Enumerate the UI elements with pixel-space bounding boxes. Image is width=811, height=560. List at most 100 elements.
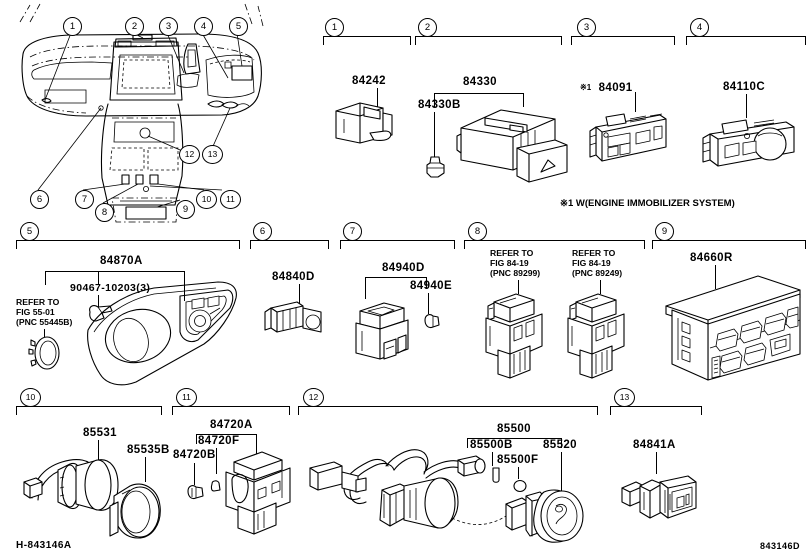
part-image-84330 — [455, 100, 575, 190]
section-12-number: 12 — [308, 392, 319, 403]
section-10-number: 10 — [25, 392, 36, 403]
section-header-5[interactable]: 5 — [20, 222, 39, 241]
caliper-84870A — [45, 271, 185, 301]
section-header-9[interactable]: 9 — [655, 222, 674, 241]
part-number-84242: 84242 — [352, 75, 386, 87]
part-number-84091-group: ※1 84091 — [580, 78, 633, 96]
section-13-number: 13 — [619, 392, 630, 403]
leader-84242 — [377, 88, 379, 110]
section-bracket-3 — [571, 36, 675, 45]
leader-84330B — [434, 112, 436, 161]
leader-85531 — [98, 440, 100, 468]
part-image-84330B — [424, 155, 448, 180]
callout-10[interactable]: 10 — [196, 190, 217, 209]
caliper-84940D — [365, 277, 427, 299]
callout-2[interactable]: 2 — [125, 17, 144, 36]
part-number-84330B: 84330B — [418, 99, 461, 111]
part-number-84110C: 84110C — [723, 81, 766, 93]
callout-13[interactable]: 13 — [202, 145, 223, 164]
callout-10-label: 10 — [201, 194, 212, 205]
callout-7[interactable]: 7 — [75, 190, 94, 209]
callout-13-label: 13 — [207, 149, 218, 160]
part-number-84841A: 84841A — [633, 439, 676, 451]
caliper-84720A — [196, 434, 257, 462]
part-image-84720B-bulb — [184, 482, 206, 502]
section-1-number: 1 — [331, 21, 338, 33]
part-image-84841A — [618, 468, 702, 528]
part-number-84330: 84330 — [463, 76, 497, 88]
section-header-6[interactable]: 6 — [253, 222, 272, 241]
refer-note-89249: REFER TO FIG 84-19 (PNC 89249) — [572, 248, 623, 278]
leader-85535B — [145, 457, 147, 482]
section-header-10[interactable]: 10 — [20, 388, 41, 407]
section-header-4[interactable]: 4 — [690, 18, 709, 37]
part-number-90467-10203: 90467-10203(3) — [70, 282, 151, 294]
callout-1[interactable]: 1 — [63, 17, 82, 36]
callout-3[interactable]: 3 — [159, 17, 178, 36]
section-7-number: 7 — [349, 225, 356, 237]
callout-12-label: 12 — [184, 149, 195, 160]
section-bracket-2 — [415, 36, 562, 45]
callout-8[interactable]: 8 — [95, 203, 114, 222]
leader-85520 — [561, 452, 563, 496]
section-bracket-10 — [16, 406, 162, 415]
callout-8-label: 8 — [101, 206, 108, 218]
section-header-1[interactable]: 1 — [325, 18, 344, 37]
callout-11-label: 11 — [226, 194, 235, 205]
section-header-2[interactable]: 2 — [418, 18, 437, 37]
section-bracket-12 — [298, 406, 598, 415]
leader-90467-bottom — [98, 295, 100, 307]
caliper-85500 — [467, 438, 562, 448]
callout-5[interactable]: 5 — [229, 17, 248, 36]
part-image-84242 — [330, 95, 410, 160]
callout-1-label: 1 — [69, 20, 76, 32]
leader-84720B — [194, 463, 196, 485]
part-number-84720A: 84720A — [210, 419, 253, 431]
leader-84840D — [299, 284, 301, 304]
section-header-3[interactable]: 3 — [577, 18, 596, 37]
callout-3-label: 3 — [165, 20, 172, 32]
section-8-number: 8 — [474, 225, 481, 237]
section-4-number: 4 — [696, 21, 703, 33]
refer-note-89299: REFER TO FIG 84-19 (PNC 89299) — [490, 248, 541, 278]
section-header-8[interactable]: 8 — [468, 222, 487, 241]
callout-4[interactable]: 4 — [194, 17, 213, 36]
section-header-7[interactable]: 7 — [343, 222, 362, 241]
part-number-84870A: 84870A — [100, 255, 143, 267]
part-number-85500: 85500 — [497, 423, 531, 435]
leader-85500B — [492, 452, 494, 466]
callout-4-label: 4 — [200, 20, 207, 32]
callout-12[interactable]: 12 — [179, 145, 200, 164]
part-image-84840D — [263, 298, 329, 346]
leader-84720F — [216, 448, 218, 474]
callout-11[interactable]: 11 — [220, 190, 241, 209]
part-image-84940E-bulb — [420, 312, 442, 332]
section-bracket-4 — [686, 36, 806, 45]
part-image-relay-89249 — [562, 288, 634, 384]
leader-84841A — [656, 452, 658, 474]
footnote-immobilizer: ※1 W(ENGINE IMMOBILIZER SYSTEM) — [560, 198, 735, 209]
part-image-85500-lighter-assembly — [300, 432, 600, 554]
section-bracket-7 — [340, 240, 455, 249]
part-number-84091: 84091 — [598, 82, 633, 94]
part-number-85520: 85520 — [543, 439, 577, 451]
leader-84091 — [635, 92, 637, 112]
leader-84940E — [428, 293, 430, 314]
section-bracket-13 — [610, 406, 702, 415]
section-header-12[interactable]: 12 — [303, 388, 324, 407]
part-image-55445B-grommet — [28, 334, 64, 372]
part-image-85500B-pin — [488, 465, 504, 485]
part-number-84840D: 84840D — [272, 271, 315, 283]
part-number-84660R: 84660R — [690, 252, 733, 264]
section-9-number: 9 — [661, 225, 668, 237]
part-image-84110C — [698, 110, 798, 172]
part-number-84720B: 84720B — [173, 449, 216, 461]
callout-9[interactable]: 9 — [176, 200, 195, 219]
dashboard-illustration — [0, 0, 300, 225]
section-header-11[interactable]: 11 — [176, 388, 197, 407]
leader-84110C — [746, 94, 748, 118]
section-header-13[interactable]: 13 — [614, 388, 635, 407]
part-image-84720F-socket — [208, 478, 224, 494]
callout-6[interactable]: 6 — [30, 190, 49, 209]
